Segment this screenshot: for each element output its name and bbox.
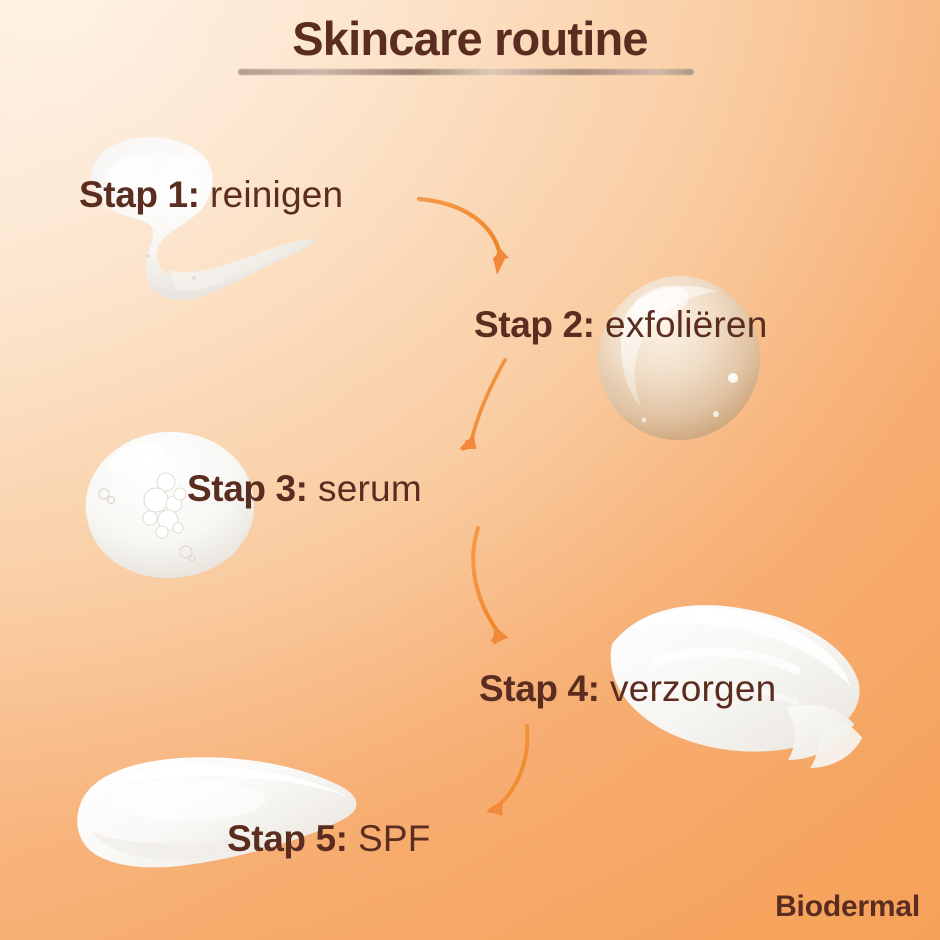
step-5-rest: SPF xyxy=(347,818,431,859)
step-4-rest: verzorgen xyxy=(599,668,777,709)
step-1-label: Stap 1: reinigen xyxy=(79,176,343,213)
step-3-label: Stap 3: serum xyxy=(187,470,422,507)
step-5-lead: Stap 5: xyxy=(227,818,348,859)
step-2-rest: exfoliëren xyxy=(594,304,768,345)
step-3-rest: serum xyxy=(307,468,422,509)
step-2-lead: Stap 2: xyxy=(474,304,595,345)
step-3-lead: Stap 3: xyxy=(187,468,308,509)
title-underline xyxy=(238,69,694,75)
step-5-label: Stap 5: SPF xyxy=(227,820,431,857)
step-4-label: Stap 4: verzorgen xyxy=(479,670,776,707)
step-1-rest: reinigen xyxy=(199,174,344,215)
step-4-lead: Stap 4: xyxy=(479,668,600,709)
step-2-label: Stap 2: exfoliëren xyxy=(474,306,767,343)
page-title: Skincare routine xyxy=(292,12,648,65)
brand-logo-biodermal: Biodermal xyxy=(775,890,920,923)
title-block: Skincare routine xyxy=(0,12,940,65)
step-1-lead: Stap 1: xyxy=(79,174,200,215)
